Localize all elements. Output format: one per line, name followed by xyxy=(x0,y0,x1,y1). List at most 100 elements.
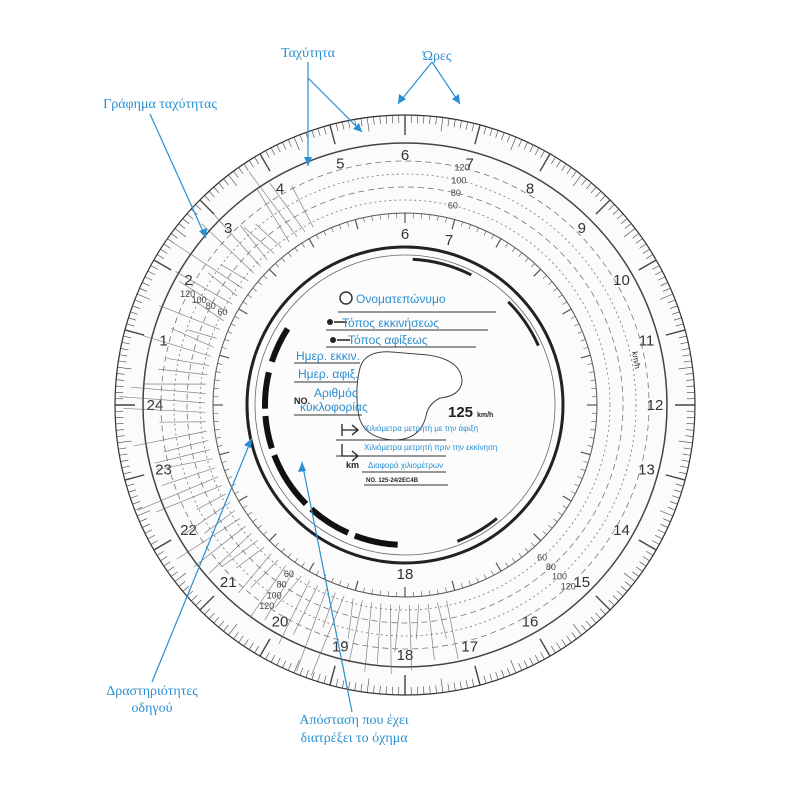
activity-bar xyxy=(353,532,398,548)
time-tick xyxy=(174,228,187,238)
time-tick xyxy=(199,595,215,611)
time-tick xyxy=(556,642,562,650)
inner-tick xyxy=(217,363,223,365)
speed-trace xyxy=(142,335,212,357)
inner-tick xyxy=(331,577,334,583)
time-tick xyxy=(311,130,315,139)
inner-tick xyxy=(524,257,529,262)
time-tick xyxy=(685,373,694,375)
inner-tick xyxy=(483,574,487,580)
callout-speed: Ταχύτητα xyxy=(281,46,336,61)
speed-label: 100 xyxy=(192,295,207,305)
time-tick xyxy=(459,681,462,690)
inner-tick xyxy=(533,268,542,277)
inner-tick xyxy=(476,577,479,583)
time-tick xyxy=(659,510,674,517)
time-tick xyxy=(341,680,345,689)
inner-tick xyxy=(230,323,236,327)
callout-driver-activities-2: οδηγού xyxy=(131,701,172,716)
activity-bar xyxy=(456,517,498,543)
time-tick xyxy=(276,144,281,153)
hour-label: 1 xyxy=(159,332,167,349)
speed-trace xyxy=(156,458,213,470)
time-tick xyxy=(118,447,127,450)
time-tick xyxy=(150,540,158,545)
inner-tick xyxy=(468,580,471,586)
inner-tick xyxy=(580,354,591,359)
time-tick xyxy=(660,282,668,287)
time-tick xyxy=(147,534,156,540)
inner-tick xyxy=(234,491,240,494)
speed-trace xyxy=(249,565,287,618)
inner-tick xyxy=(531,542,535,547)
hour-label: 5 xyxy=(336,156,344,173)
inner-tick xyxy=(339,580,342,586)
time-tick xyxy=(117,366,132,370)
speed-label: 100 xyxy=(267,590,282,600)
speed-label: 60 xyxy=(284,569,294,579)
speed-label: 60 xyxy=(448,201,458,211)
time-tick xyxy=(144,529,153,534)
field-arrival-place: Τόπος αφίξεως xyxy=(348,333,428,347)
speed-trace xyxy=(187,329,217,339)
time-tick xyxy=(147,270,156,276)
callout-speed-graph: Γράφημα ταχύτητας xyxy=(103,97,217,112)
time-tick xyxy=(160,248,168,254)
hour-label: 18 xyxy=(397,647,414,664)
time-tick xyxy=(556,160,562,168)
time-tick xyxy=(379,116,381,125)
callout-leaders xyxy=(149,61,461,713)
inner-tick xyxy=(263,275,268,279)
hour-label: 23 xyxy=(155,462,172,479)
time-tick xyxy=(678,440,693,444)
activity-bar xyxy=(262,415,275,450)
time-tick xyxy=(624,581,632,587)
center-hub xyxy=(356,351,463,441)
time-tick xyxy=(228,174,238,187)
inner-tick xyxy=(524,548,529,553)
time-tick xyxy=(447,118,450,127)
time-tick xyxy=(341,121,345,130)
inner-tick xyxy=(301,242,305,248)
inner-tick xyxy=(247,294,252,298)
time-tick xyxy=(429,685,431,694)
time-tick xyxy=(124,329,145,336)
inner-tick xyxy=(308,562,315,572)
time-tick xyxy=(116,379,125,381)
speed-trace xyxy=(123,408,206,413)
time-tick xyxy=(678,335,687,339)
inner-tick xyxy=(437,215,439,221)
speed-label: 120 xyxy=(180,289,195,299)
inner-tick xyxy=(214,429,220,431)
speed-trace xyxy=(235,546,265,569)
speed-rating-unit: km/h xyxy=(477,412,493,419)
inner-tick xyxy=(281,548,286,553)
time-tick xyxy=(551,645,556,654)
time-tick xyxy=(204,195,211,202)
inner-tick xyxy=(339,224,342,230)
time-tick xyxy=(329,124,336,145)
speed-trace xyxy=(208,533,252,574)
time-tick xyxy=(265,652,270,660)
time-tick xyxy=(360,683,363,692)
inner-tick xyxy=(371,215,373,221)
time-tick xyxy=(311,671,315,680)
time-tick xyxy=(139,518,148,523)
outer-unit-label: km/h xyxy=(630,351,642,370)
time-tick xyxy=(675,483,684,487)
time-tick xyxy=(652,265,660,270)
inner-tick xyxy=(346,221,350,227)
speed-trace xyxy=(264,570,294,621)
speed-trace xyxy=(201,223,255,274)
time-tick xyxy=(248,642,254,650)
speed-trace xyxy=(159,305,220,330)
time-tick xyxy=(681,348,690,351)
time-tick xyxy=(134,299,143,304)
time-tick xyxy=(595,595,611,611)
time-tick xyxy=(254,645,259,654)
inner-tick xyxy=(221,460,227,464)
time-tick xyxy=(657,529,666,534)
inner-tick xyxy=(548,281,553,286)
time-tick xyxy=(620,218,628,224)
inner-tick xyxy=(505,242,509,248)
